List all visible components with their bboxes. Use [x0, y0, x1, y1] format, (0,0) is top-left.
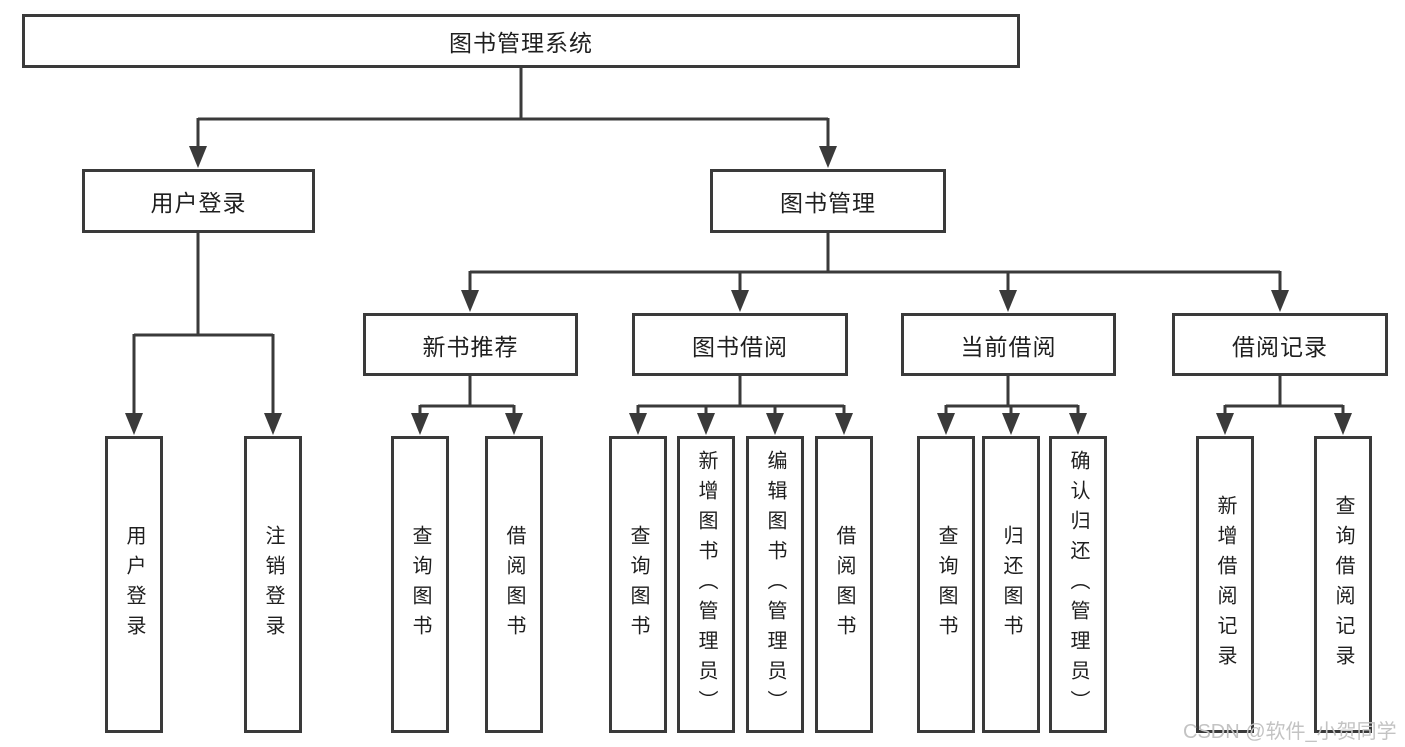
node-label: 新增图书（管理员）	[695, 449, 717, 720]
node-book-borrowing: 图书借阅	[632, 313, 848, 376]
node-current-borrowing: 当前借阅	[901, 313, 1116, 376]
node-label: 图书管理系统	[449, 30, 593, 56]
leaf-borrow-books: 借阅图书	[485, 436, 543, 733]
node-label: 查询借阅记录	[1332, 494, 1354, 675]
node-label: 图书借阅	[692, 333, 788, 360]
node-label: 借阅图书	[833, 524, 855, 645]
leaf-search-books: 查询图书	[609, 436, 667, 733]
leaf-search-borrow-record: 查询借阅记录	[1314, 436, 1372, 733]
node-borrowing-records: 借阅记录	[1172, 313, 1388, 376]
leaf-return-books: 归还图书	[982, 436, 1040, 733]
node-label: 图书管理	[780, 190, 876, 216]
node-book-management: 图书管理	[710, 169, 946, 233]
node-label: 确认归还（管理员）	[1067, 449, 1089, 720]
node-label: 新增借阅记录	[1214, 494, 1236, 675]
leaf-edit-books-admin: 编辑图书（管理员）	[746, 436, 804, 733]
csdn-watermark: CSDN @软件_小贺同学	[1183, 721, 1397, 743]
node-label: 注销登录	[262, 524, 284, 645]
node-label: 当前借阅	[960, 333, 1057, 360]
leaf-add-books-admin: 新增图书（管理员）	[677, 436, 735, 733]
node-label: 查询图书	[409, 524, 431, 645]
leaf-borrow-books: 借阅图书	[815, 436, 873, 733]
node-label: 借阅图书	[503, 524, 525, 645]
leaf-add-borrow-record: 新增借阅记录	[1196, 436, 1254, 733]
leaf-search-books: 查询图书	[391, 436, 449, 733]
node-new-book-recommendation: 新书推荐	[363, 313, 578, 376]
leaf-logout: 注销登录	[244, 436, 302, 733]
node-label: 借阅记录	[1232, 333, 1328, 360]
node-label: 查询图书	[935, 524, 957, 645]
node-label: 编辑图书（管理员）	[764, 449, 786, 720]
node-user-login: 用户登录	[82, 169, 315, 233]
leaf-confirm-return-admin: 确认归还（管理员）	[1049, 436, 1107, 733]
leaf-user-login: 用户登录	[105, 436, 163, 733]
node-label: 用户登录	[150, 190, 247, 216]
leaf-search-books: 查询图书	[917, 436, 975, 733]
node-label: 新书推荐	[422, 333, 519, 360]
node-label: 查询图书	[627, 524, 649, 645]
node-label: 归还图书	[1000, 524, 1022, 645]
node-label: 用户登录	[123, 524, 145, 645]
node-library-management-system: 图书管理系统	[22, 14, 1020, 68]
